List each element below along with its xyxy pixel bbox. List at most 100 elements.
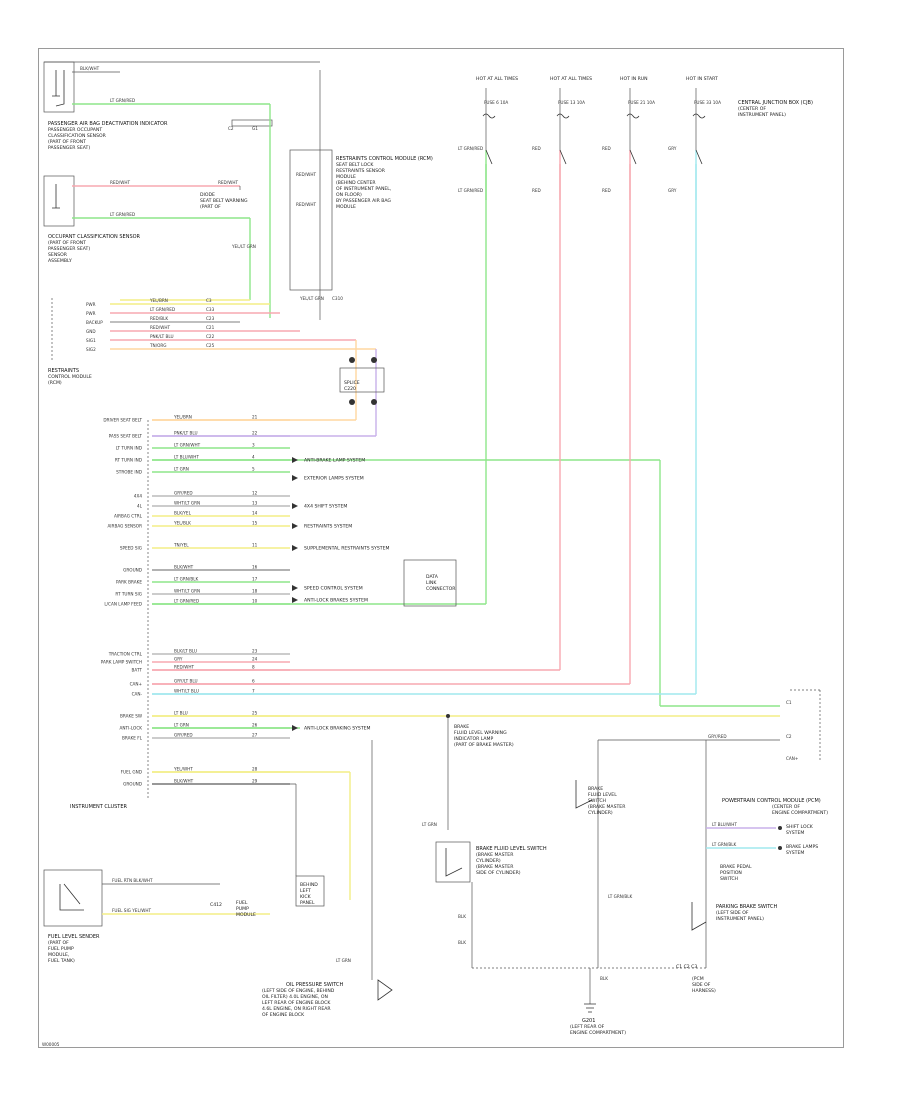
svg-text:SPLICE: SPLICE <box>344 380 360 386</box>
svg-text:(BRAKE MASTER: (BRAKE MASTER <box>476 864 514 870</box>
svg-text:PASSENGER SEAT): PASSENGER SEAT) <box>48 145 90 151</box>
svg-text:CYLINDER): CYLINDER) <box>476 858 501 864</box>
feed-wire-color: GRY <box>668 146 677 151</box>
ground-label: G201 <box>582 1018 595 1024</box>
fuel-sender-area: FUEL RTN BLK/WHT FUEL SIG YEL/WHT C412 F… <box>43 869 325 964</box>
feed-label: HOT AT ALL TIMES <box>476 76 518 82</box>
cluster-wire-color: LT GRN/BLK <box>174 577 199 582</box>
svg-text:INSTRUMENT PANEL): INSTRUMENT PANEL) <box>716 916 764 922</box>
cluster-pin-name: SPEED SIG <box>120 546 142 551</box>
cluster-wire-color: BLK/WHT <box>174 779 194 784</box>
cluster-wire-color: BLK/LT BLU <box>174 649 197 654</box>
svg-text:LT GRN/BLK: LT GRN/BLK <box>712 842 737 847</box>
svg-text:(PART OF BRAKE MASTER): (PART OF BRAKE MASTER) <box>454 742 514 748</box>
svg-text:LEFT REAR OF ENGINE BLOCK: LEFT REAR OF ENGINE BLOCK <box>262 1000 331 1006</box>
svg-text:4.6L ENGINE, ON RIGHT REAR: 4.6L ENGINE, ON RIGHT REAR <box>262 1006 331 1012</box>
svg-text:OF ENGINE BLOCK: OF ENGINE BLOCK <box>262 1012 305 1018</box>
cluster-pin-name: FUEL GND <box>121 770 142 775</box>
svg-text:FUEL: FUEL <box>236 900 248 906</box>
fuse-symbol <box>556 113 570 119</box>
svg-text:SIG1: SIG1 <box>86 338 96 343</box>
system-label: 4X4 SHIFT SYSTEM <box>304 504 347 510</box>
cluster-wire-color: LT GRN/WHT <box>174 443 201 448</box>
svg-text:BLK: BLK <box>600 976 608 981</box>
system-arrow-icon <box>292 475 298 481</box>
feed-wire-color: RED <box>602 146 611 151</box>
svg-text:INDICATOR LAMP: INDICATOR LAMP <box>454 736 494 742</box>
svg-text:C21: C21 <box>206 325 215 330</box>
cluster-pin-number: 27 <box>252 733 258 738</box>
svg-text:C2: C2 <box>228 126 234 131</box>
cluster-pin-number: 7 <box>252 689 255 694</box>
restraints-control-label: RESTRAINTS CONTROL MODULE (RCM) <box>336 156 433 162</box>
system-arrow-icon <box>292 503 298 509</box>
svg-text:PWR: PWR <box>86 302 96 307</box>
svg-text:C33: C33 <box>206 307 215 312</box>
svg-text:OF INSTRUMENT PANEL,: OF INSTRUMENT PANEL, <box>336 186 392 192</box>
feed-wire-color: RED <box>532 146 541 151</box>
svg-text:BRAKE: BRAKE <box>454 724 469 730</box>
central-junction-label: CENTRAL JUNCTION BOX (CJB) <box>738 100 813 106</box>
svg-text:(LEFT SIDE OF: (LEFT SIDE OF <box>716 910 749 916</box>
feed-label: HOT IN RUN <box>620 76 648 82</box>
cluster-wire-color: RED/WHT <box>174 665 194 670</box>
cluster-wire-color: WHT/LT GRN <box>174 589 200 594</box>
svg-text:BACKUP: BACKUP <box>86 320 103 325</box>
cluster-wire-color: WHT/LT BLU <box>174 689 199 694</box>
svg-text:CYLINDER): CYLINDER) <box>588 810 613 816</box>
parking-brake-label: PARKING BRAKE SWITCH <box>716 904 778 910</box>
feed-switch <box>485 149 493 165</box>
system-label: RESTRAINTS SYSTEM <box>304 524 352 530</box>
svg-text:HARNESS): HARNESS) <box>692 988 716 994</box>
svg-text:SWITCH: SWITCH <box>720 876 738 882</box>
svg-text:PNK/LT BLU: PNK/LT BLU <box>150 334 174 339</box>
svg-text:(PART OF FRONT: (PART OF FRONT <box>48 240 86 246</box>
svg-text:GND: GND <box>86 329 96 334</box>
svg-text:CONTROL MODULE: CONTROL MODULE <box>48 374 92 380</box>
system-arrow-icon <box>292 457 298 463</box>
cluster-pin-number: 12 <box>252 491 258 496</box>
svg-text:LT GRN/RED: LT GRN/RED <box>150 307 175 312</box>
cluster-wire-color: YEL/BRN <box>173 415 192 420</box>
cluster-pin-name: PASS SEAT BELT <box>109 434 143 439</box>
cluster-pin-name: BRAKE FL <box>122 736 143 741</box>
svg-text:(PART OF FRONT: (PART OF FRONT <box>48 139 86 145</box>
feed-label: HOT AT ALL TIMES <box>550 76 592 82</box>
svg-text:MODULE,: MODULE, <box>48 952 70 958</box>
svg-text:RED/WHT: RED/WHT <box>218 180 238 185</box>
svg-text:LEFT: LEFT <box>300 888 311 894</box>
svg-text:PASSENGER SEAT): PASSENGER SEAT) <box>48 246 90 252</box>
svg-text:SIG2: SIG2 <box>86 347 96 352</box>
feed-wire-color-2: RED <box>602 188 611 193</box>
cluster-pin-number: 21 <box>252 415 258 420</box>
svg-text:FUEL TANK): FUEL TANK) <box>48 958 75 964</box>
svg-text:C22: C22 <box>206 334 215 339</box>
svg-text:C25: C25 <box>206 343 215 348</box>
svg-text:C220: C220 <box>344 386 356 392</box>
cluster-wire-color: TN/YEL <box>173 543 189 548</box>
svg-text:LT GRN/BLK: LT GRN/BLK <box>608 894 633 899</box>
occupant-classification-label: OCCUPANT CLASSIFICATION SENSOR <box>48 234 141 240</box>
svg-text:SIDE OF CYLINDER): SIDE OF CYLINDER) <box>476 870 521 876</box>
feed-wire-color-2: RED <box>532 188 541 193</box>
feed-switch <box>559 149 567 165</box>
svg-text:ON FLOOR): ON FLOOR) <box>336 192 362 198</box>
system-label: ANTI-LOCK BRAKING SYSTEM <box>304 726 371 732</box>
pcm-area: GRY/RED C2 POWERTRAIN CONTROL MODULE (PC… <box>472 689 828 1036</box>
cluster-pin-name: CAN- <box>132 692 143 697</box>
brake-fluid-label: BRAKE FLUID LEVEL SWITCH <box>476 846 547 852</box>
cluster-pin-number: 11 <box>252 543 258 548</box>
svg-text:(BRAKE MASTER: (BRAKE MASTER <box>476 852 514 858</box>
svg-text:(LEFT REAR OF: (LEFT REAR OF <box>570 1024 605 1030</box>
cluster-pin-name: ANTI-LOCK <box>120 726 143 731</box>
svg-text:G1: G1 <box>252 126 258 131</box>
svg-text:ENGINE COMPARTMENT): ENGINE COMPARTMENT) <box>772 810 828 816</box>
svg-text:POSITION: POSITION <box>720 870 742 876</box>
svg-text:(PCM: (PCM <box>692 976 704 982</box>
svg-text:MODULE: MODULE <box>236 912 256 918</box>
cluster-wire-color: PNK/LT BLU <box>174 431 198 436</box>
system-label: ANTI-BRAKE LAMP SYSTEM <box>304 458 365 464</box>
cluster-wire-color: LT BLU/WHT <box>174 455 199 460</box>
